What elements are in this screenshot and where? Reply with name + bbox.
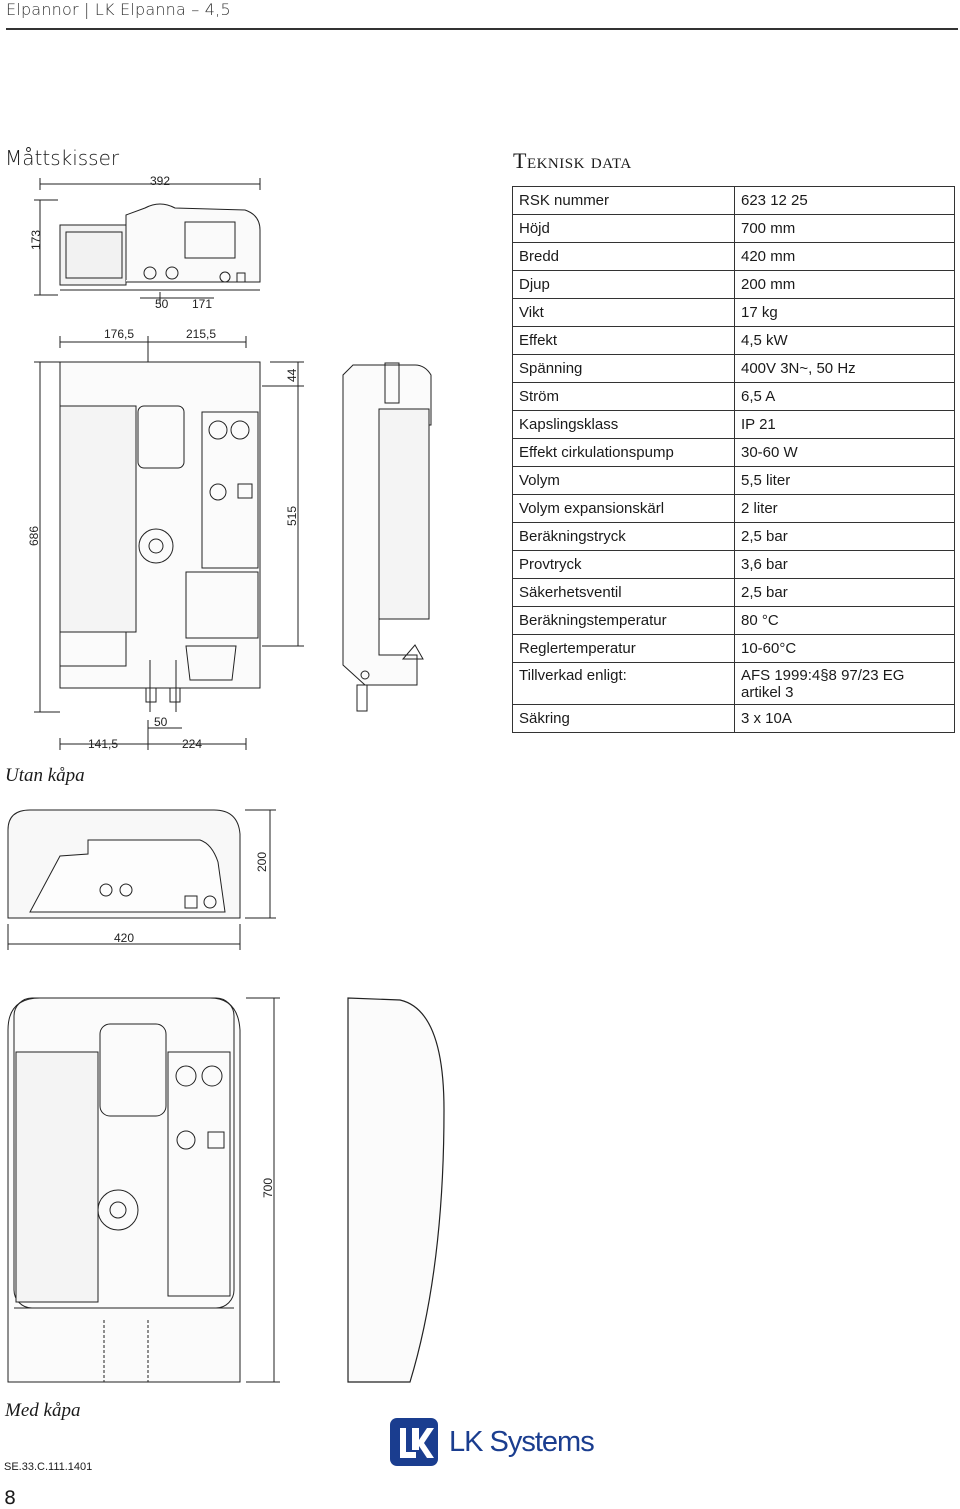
tech-data-label: Ström — [512, 382, 735, 411]
tech-data-value: 2,5 bar — [734, 522, 955, 551]
dim-cover-height: 700 — [261, 1178, 275, 1198]
tech-data-value: 10-60°C — [734, 634, 955, 663]
dim-front-bottom-left: 141,5 — [88, 737, 118, 751]
tech-data-label: Kapslingsklass — [512, 410, 735, 439]
dimensions-section-title: Måttskisser — [5, 146, 120, 170]
tech-data-value: AFS 1999:4§8 97/23 EG artikel 3 — [734, 662, 955, 705]
side-view-drawing — [342, 362, 432, 712]
dim-front-height: 686 — [27, 526, 41, 546]
tech-data-label: Tillverkad enligt: — [512, 662, 735, 705]
dim-front-right: 215,5 — [186, 327, 216, 341]
dim-cover-width: 420 — [114, 931, 134, 945]
tech-data-value: 80 °C — [734, 606, 955, 635]
page-header-title: Elpannor | LK Elpanna – 4,5 — [6, 0, 231, 19]
header-rule — [6, 28, 958, 30]
tech-data-value: 17 kg — [734, 298, 955, 327]
tech-data-label: RSK nummer — [512, 186, 735, 215]
tech-data-value: 200 mm — [734, 270, 955, 299]
tech-data-label: Provtryck — [512, 550, 735, 579]
cover-side-view-drawing — [347, 997, 445, 1383]
tech-data-label: Volym expansionskärl — [512, 494, 735, 523]
dim-front-top: 44 — [285, 368, 299, 382]
tech-data-value: 400V 3N~, 50 Hz — [734, 354, 955, 383]
tech-data-label: Beräkningstemperatur — [512, 606, 735, 635]
tech-data-label: Höjd — [512, 214, 735, 243]
top-view-drawing: 392 173 50 171 — [29, 174, 261, 311]
dim-front-left: 176,5 — [104, 327, 134, 341]
dim-top-sub-b: 171 — [192, 297, 212, 311]
tech-data-row: Tillverkad enligt:AFS 1999:4§8 97/23 EG … — [512, 662, 955, 705]
tech-data-label: Spänning — [512, 354, 735, 383]
tech-data-value: 4,5 kW — [734, 326, 955, 355]
cover-top-view-drawing: 200 420 — [7, 809, 276, 950]
tech-data-label: Djup — [512, 270, 735, 299]
tech-data-value: 30-60 W — [734, 438, 955, 467]
caption-with-cover: Med kåpa — [5, 1400, 81, 1421]
tech-data-value: IP 21 — [734, 410, 955, 439]
tech-data-label: Beräkningstryck — [512, 522, 735, 551]
tech-data-section-title: Teknisk data — [513, 148, 632, 173]
tech-data-value: 623 12 25 — [734, 186, 955, 215]
tech-data-value: 2 liter — [734, 494, 955, 523]
tech-data-value: 5,5 liter — [734, 466, 955, 495]
tech-data-label: Bredd — [512, 242, 735, 271]
tech-data-value: 420 mm — [734, 242, 955, 271]
tech-data-value: 2,5 bar — [734, 578, 955, 607]
tech-data-label: Effekt cirkulationspump — [512, 438, 735, 467]
tech-data-label: Säkerhetsventil — [512, 578, 735, 607]
dim-front-pipe: 50 — [154, 715, 168, 729]
tech-data-label: Säkring — [512, 704, 735, 733]
tech-data-label: Volym — [512, 466, 735, 495]
tech-data-value: 3 x 10A — [734, 704, 955, 733]
dim-front-bottom-right: 224 — [182, 737, 202, 751]
cover-front-view-drawing: 700 — [7, 997, 280, 1383]
dim-top-width: 392 — [150, 174, 170, 188]
tech-data-value: 3,6 bar — [734, 550, 955, 579]
document-reference: SE.33.C.111.1401 — [4, 1461, 93, 1473]
page-number: 8 — [4, 1487, 17, 1509]
tech-data-label: Effekt — [512, 326, 735, 355]
tech-data-value: 6,5 A — [734, 382, 955, 411]
dim-top-sub-a: 50 — [155, 297, 169, 311]
dim-top-height: 173 — [29, 230, 43, 250]
dim-front-inner: 515 — [285, 506, 299, 526]
tech-data-value: 700 mm — [734, 214, 955, 243]
lk-logo-icon — [390, 1418, 438, 1466]
caption-without-cover: Utan kåpa — [5, 765, 85, 786]
tech-data-label: Reglertemperatur — [512, 634, 735, 663]
tech-data-label: Vikt — [512, 298, 735, 327]
dim-cover-depth: 200 — [255, 852, 269, 872]
logo-wordmark: LK Systems — [449, 1426, 595, 1458]
front-view-drawing: 176,5 215,5 686 44 515 50 141,5 224 — [27, 327, 304, 751]
